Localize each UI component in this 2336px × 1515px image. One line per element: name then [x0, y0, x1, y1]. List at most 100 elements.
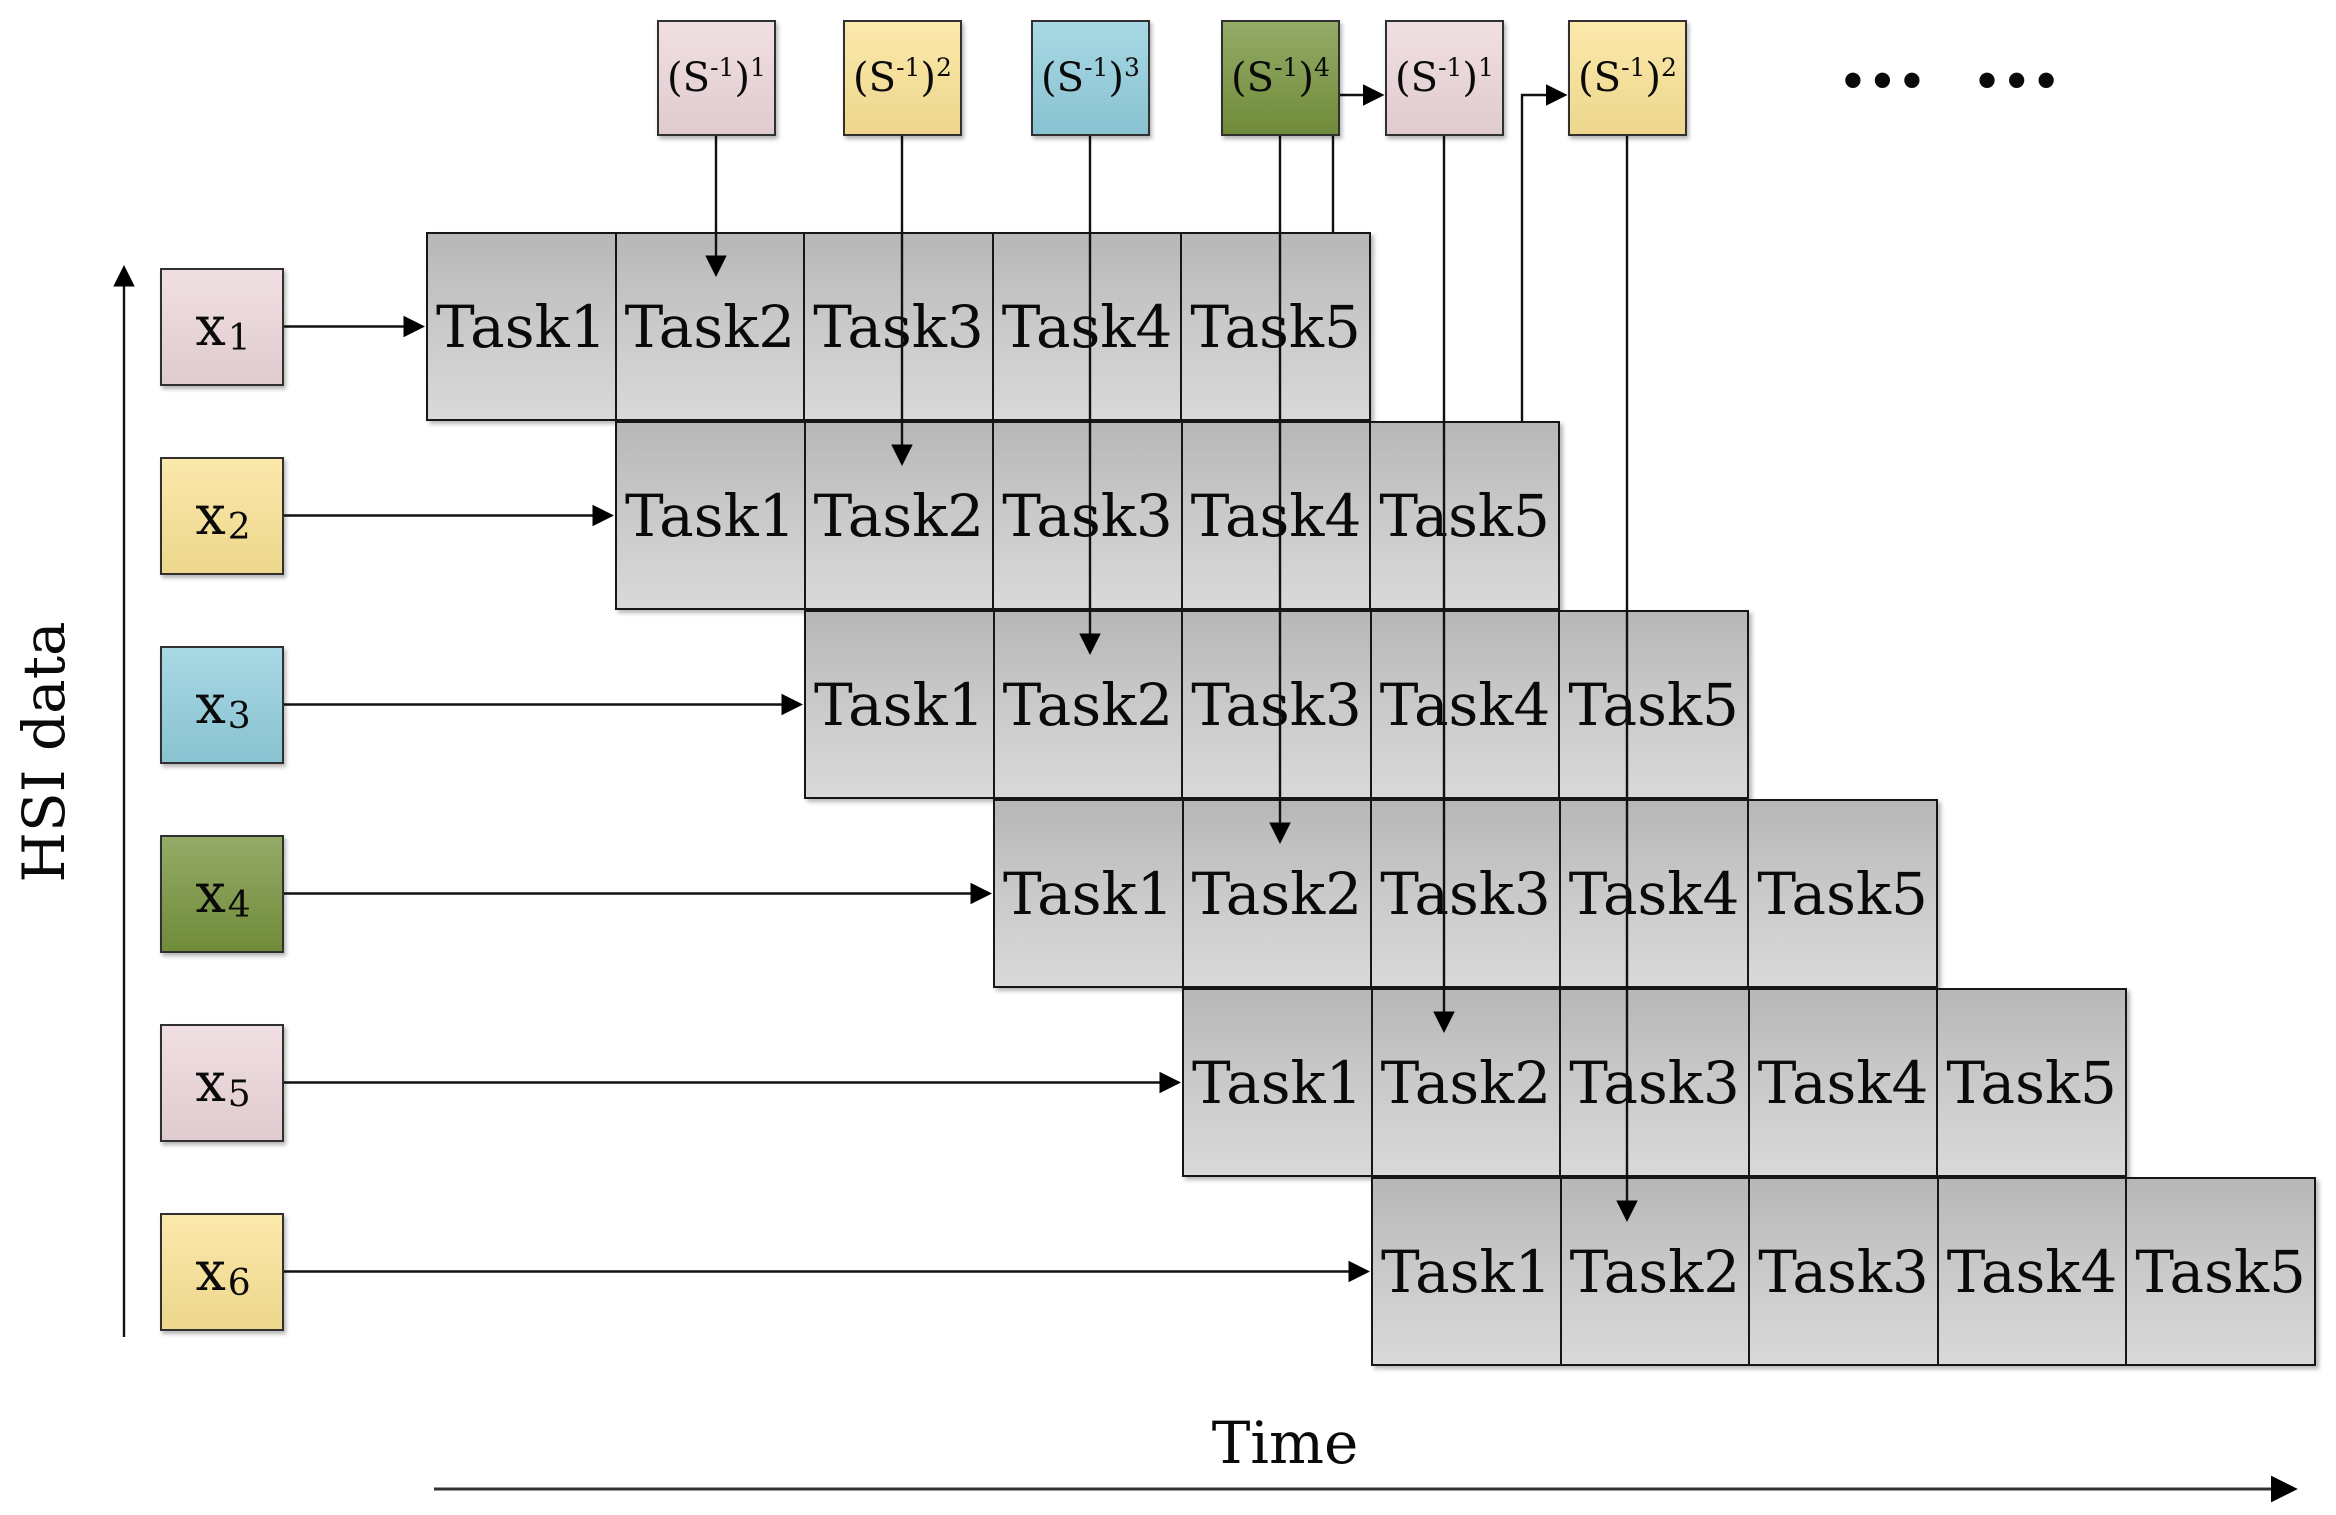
task-cell-r3-c5: Task5: [1558, 612, 1747, 797]
task-cell-r4-c1: Task1: [995, 801, 1182, 986]
input-x2-base: x: [195, 484, 226, 547]
task-cell-r5-c3: Task3: [1559, 990, 1748, 1175]
task-label-r4-c5: Task5: [1757, 859, 1928, 928]
task-cell-r1-c2: Task2: [614, 234, 804, 419]
task-label-r4-c1: Task1: [1003, 859, 1174, 928]
input-x6-box: x6: [160, 1213, 284, 1331]
operator-s5-box: (S-1)1: [1385, 20, 1504, 136]
input-x3-subscript: 3: [227, 696, 251, 737]
input-x4-box: x4: [160, 835, 284, 953]
operator-s2-sup-inner: -1: [896, 53, 921, 82]
operator-s4-pre: (S: [1231, 55, 1275, 101]
input-x1-box: x1: [160, 268, 284, 386]
task-label-r2-c2: Task2: [813, 481, 985, 550]
operator-s3-label: (S-1)3: [1041, 55, 1140, 101]
operator-s1-sup-outer: 1: [750, 53, 766, 82]
operator-s6-post: ): [1645, 55, 1662, 101]
operator-s4-post: ): [1298, 55, 1315, 101]
operator-s1-label: (S-1)1: [667, 55, 766, 101]
task-label-r1-c1: Task1: [436, 292, 607, 361]
operator-s2-sup-outer: 2: [936, 53, 952, 82]
task-label-r1-c4: Task4: [1001, 292, 1173, 361]
task-label-r3-c4: Task4: [1379, 670, 1551, 739]
operator-s6-label: (S-1)2: [1578, 55, 1677, 101]
task-cell-r4-c2: Task2: [1181, 801, 1371, 986]
operator-s6-box: (S-1)2: [1568, 20, 1687, 136]
operator-s5-sup-inner: -1: [1438, 53, 1463, 82]
task-cell-r1-c1: Task1: [428, 234, 615, 419]
task-cell-r4-c4: Task4: [1558, 801, 1748, 986]
input-x6-subscript: 6: [227, 1263, 251, 1304]
continuation-dots: ... ...: [1838, 11, 2062, 107]
task-cell-r3-c3: Task3: [1181, 612, 1370, 797]
input-x4-base: x: [195, 862, 226, 925]
task-label-r6-c3: Task3: [1758, 1237, 1929, 1306]
task-label-r4-c2: Task2: [1191, 859, 1363, 928]
task-cell-r6-c4: Task4: [1936, 1179, 2126, 1364]
input-x3-base: x: [195, 673, 226, 736]
operator-s5-pre: (S: [1395, 55, 1439, 101]
input-x1-subscript: 1: [227, 318, 251, 359]
input-x3-box: x3: [160, 646, 284, 764]
task-cell-r5-c1: Task1: [1184, 990, 1371, 1175]
task-cell-r1-c5: Task5: [1180, 234, 1369, 419]
x-axis-label: Time: [1211, 1409, 1359, 1477]
operator-s5-label: (S-1)1: [1395, 55, 1494, 101]
operator-s3-box: (S-1)3: [1031, 20, 1150, 136]
task-label-r6-c4: Task4: [1946, 1237, 2118, 1306]
task-label-r3-c3: Task3: [1191, 670, 1362, 739]
task-cell-r2-c5: Task5: [1369, 423, 1558, 608]
task-label-r5-c1: Task1: [1192, 1048, 1363, 1117]
task-cell-r4-c5: Task5: [1747, 801, 1936, 986]
operator-s2-label: (S-1)2: [853, 55, 952, 101]
task-cell-r6-c1: Task1: [1373, 1179, 1560, 1364]
task-label-r1-c3: Task3: [813, 292, 984, 361]
task-label-r1-c5: Task5: [1190, 292, 1361, 361]
input-x2-label: x2: [195, 489, 250, 546]
arrow-row2-to-s6: [1520, 84, 1568, 421]
task-label-r3-c5: Task5: [1568, 670, 1739, 739]
task-cell-r6-c5: Task5: [2125, 1179, 2314, 1364]
input-x1-base: x: [195, 295, 226, 358]
task-label-r3-c2: Task2: [1002, 670, 1174, 739]
task-label-r4-c3: Task3: [1380, 859, 1551, 928]
input-x2-subscript: 2: [227, 507, 251, 548]
task-cell-r2-c2: Task2: [803, 423, 993, 608]
operator-s1-pre: (S: [667, 55, 711, 101]
operator-s1-box: (S-1)1: [657, 20, 776, 136]
task-cell-r2-c4: Task4: [1180, 423, 1370, 608]
operator-s3-post: ): [1108, 55, 1125, 101]
task-cell-r6-c2: Task2: [1559, 1179, 1749, 1364]
task-cell-r1-c4: Task4: [991, 234, 1181, 419]
operator-s5-sup-outer: 1: [1478, 53, 1494, 82]
task-label-r6-c1: Task1: [1381, 1237, 1552, 1306]
input-x5-label: x5: [195, 1056, 250, 1113]
operator-s4-label: (S-1)4: [1231, 55, 1330, 101]
operator-s2-post: ): [920, 55, 937, 101]
task-cell-r2-c1: Task1: [617, 423, 804, 608]
task-label-r6-c2: Task2: [1569, 1237, 1741, 1306]
task-cell-r3-c1: Task1: [806, 612, 993, 797]
operator-s6-sup-outer: 2: [1661, 53, 1677, 82]
task-label-r2-c3: Task3: [1002, 481, 1173, 550]
input-x6-label: x6: [195, 1245, 250, 1302]
task-label-r3-c1: Task1: [814, 670, 985, 739]
task-label-r5-c4: Task4: [1757, 1048, 1929, 1117]
task-cell-r6-c3: Task3: [1748, 1179, 1937, 1364]
operator-s2-pre: (S: [853, 55, 897, 101]
task-label-r5-c3: Task3: [1569, 1048, 1740, 1117]
input-x5-subscript: 5: [227, 1074, 251, 1115]
operator-s4-sup-inner: -1: [1274, 53, 1299, 82]
arrow-row1-to-s5: [1331, 84, 1385, 232]
task-cell-r2-c3: Task3: [992, 423, 1181, 608]
task-cell-r3-c4: Task4: [1369, 612, 1559, 797]
input-x6-base: x: [195, 1240, 226, 1303]
task-cell-r1-c3: Task3: [803, 234, 992, 419]
task-label-r5-c5: Task5: [1946, 1048, 2117, 1117]
